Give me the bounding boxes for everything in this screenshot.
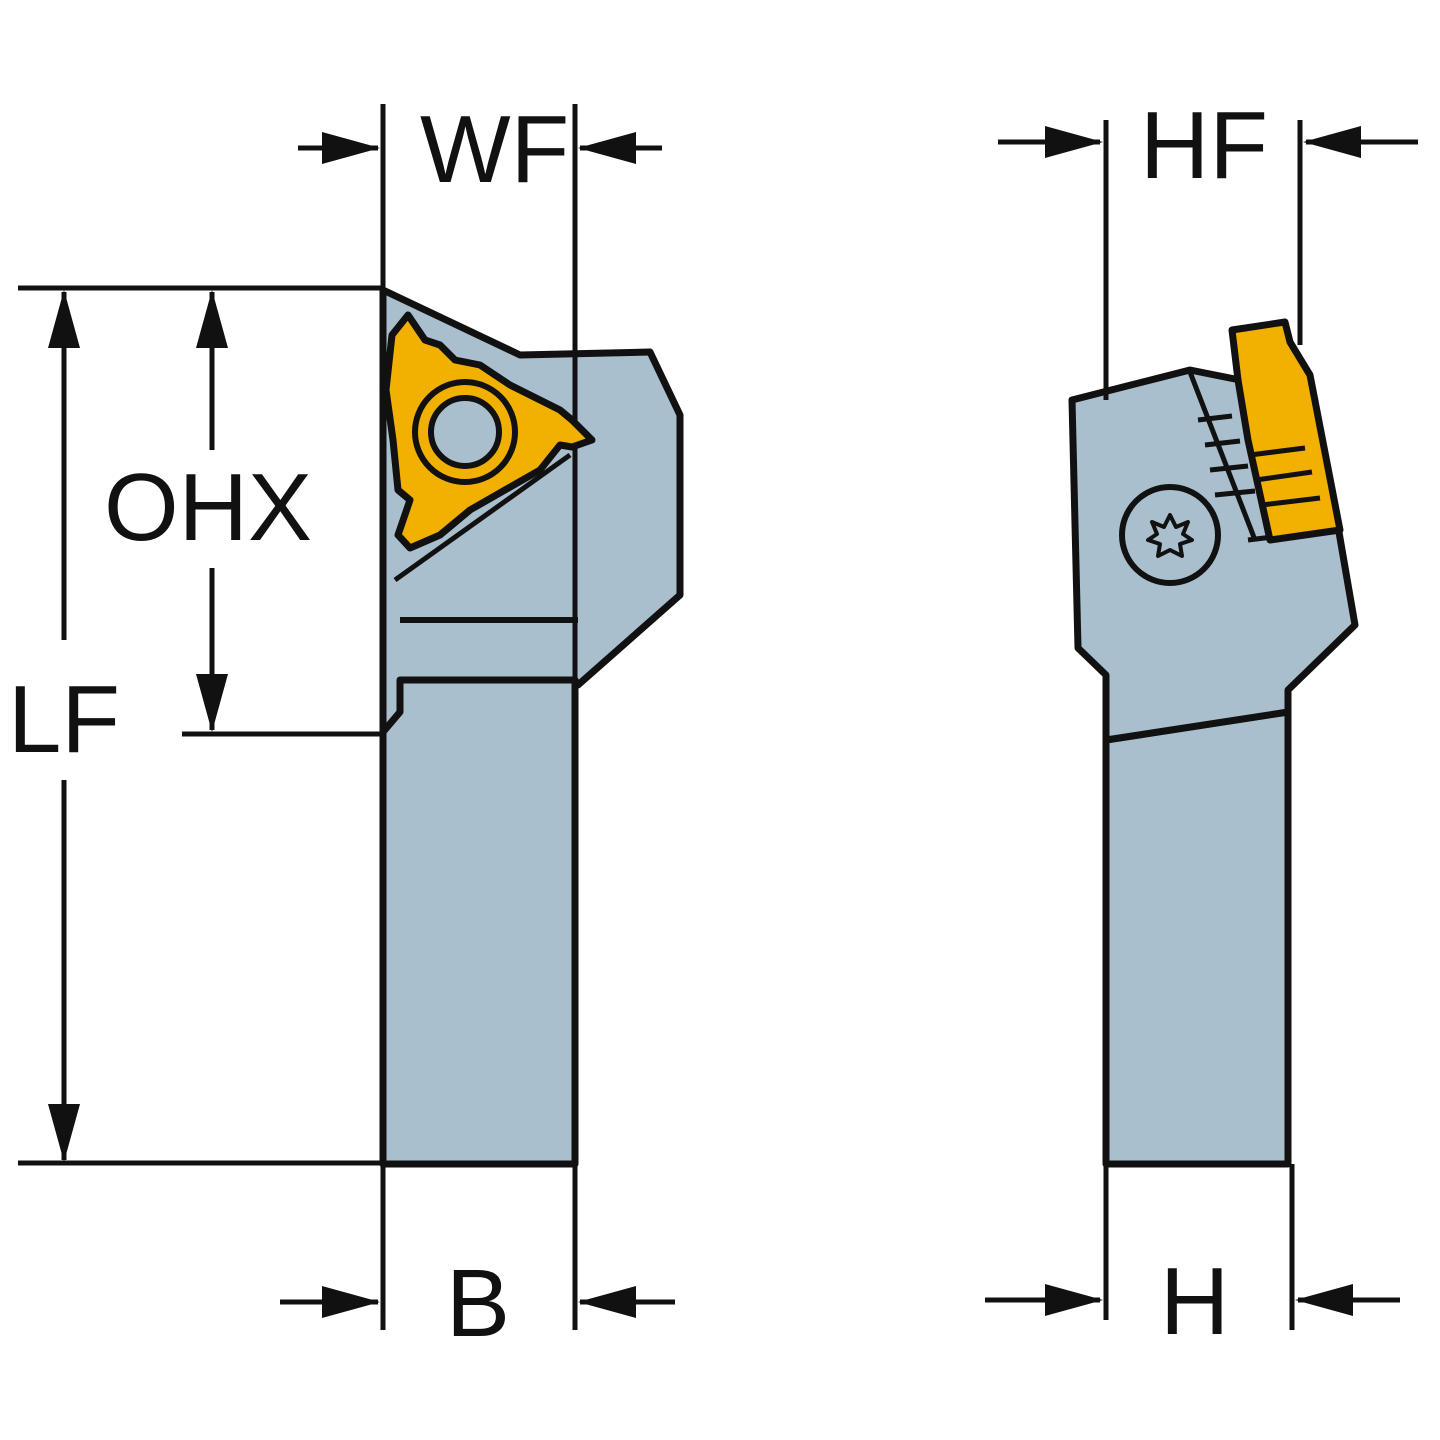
- side-shank: [1102, 708, 1292, 1168]
- front-insert-hole: [428, 395, 502, 469]
- label-ohx: OHX: [104, 454, 312, 561]
- label-wf: WF: [420, 96, 569, 203]
- dimension-arrowheads: [48, 126, 1361, 1318]
- front-shank: [379, 676, 579, 1168]
- torx-screw-icon[interactable]: [1119, 484, 1221, 586]
- label-hf: HF: [1140, 92, 1268, 199]
- label-lf: LF: [8, 666, 120, 773]
- side-insert[interactable]: [1228, 318, 1344, 544]
- label-b: B: [446, 1250, 510, 1357]
- torx-star-icon: [1146, 513, 1194, 558]
- side-view: [1068, 318, 1359, 1168]
- label-h: H: [1160, 1248, 1229, 1355]
- dimension-lines: [18, 104, 1418, 1330]
- front-view: [379, 286, 684, 1168]
